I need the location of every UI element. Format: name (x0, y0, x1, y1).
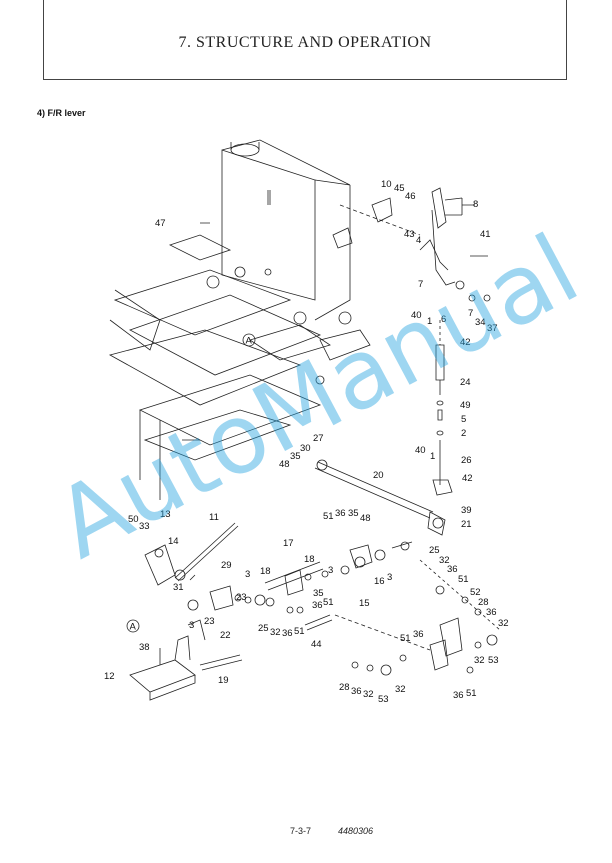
callout-labels: 10 45 46 8 47 43 4 41 7 7 34 37 6 40 1 4… (104, 179, 509, 705)
callout-label: 47 (155, 218, 166, 229)
callout-label: 7 (468, 308, 473, 319)
callout-label: 16 (374, 576, 385, 587)
callout-label: 36 (486, 607, 497, 618)
header-box: 7. STRUCTURE AND OPERATION (43, 0, 567, 80)
callout-label: 18 (260, 566, 271, 577)
callout-label: 31 (173, 582, 184, 593)
callout-label: 49 (460, 400, 471, 411)
callout-label: 36 (447, 564, 458, 575)
callout-label: 26 (461, 455, 472, 466)
callout-label: 3 (387, 572, 392, 583)
callout-label: 46 (405, 191, 416, 202)
callout-label: 51 (458, 574, 469, 585)
callout-label: 1 (427, 316, 432, 327)
callout-label: 40 (411, 310, 422, 321)
callout-label: 3 (245, 569, 250, 580)
callout-label: 27 (313, 433, 324, 444)
callout-label: 36 (351, 686, 362, 697)
callout-label: 14 (168, 536, 179, 547)
callout-label: 11 (209, 512, 219, 523)
callout-label: 51 (400, 633, 411, 644)
callout-label: 3 (328, 565, 333, 576)
callout-label: 45 (394, 183, 405, 194)
callout-label: 7 (418, 279, 423, 290)
callout-label: 53 (488, 655, 499, 666)
callout-label: 48 (360, 513, 371, 524)
svg-text:A: A (246, 336, 253, 347)
callout-label: 20 (373, 470, 384, 481)
callout-label: 43 (404, 229, 415, 240)
callout-label: 32 (270, 627, 281, 638)
callout-label: 36 (413, 629, 424, 640)
reference-marker-a: A (242, 333, 256, 347)
footer-doc-code: 4480306 (338, 826, 374, 836)
callout-label: 52 (470, 587, 481, 598)
callout-label: 22 (220, 630, 231, 641)
footer-page-number: 7-3-7 (290, 826, 312, 836)
callout-label: 38 (139, 642, 150, 653)
callout-label: 32 (498, 618, 509, 629)
callout-label: 19 (218, 675, 229, 686)
callout-label: 40 (415, 445, 426, 456)
callout-label: 42 (460, 337, 471, 348)
callout-label: 28 (339, 682, 350, 693)
callout-label: 32 (363, 689, 374, 700)
callout-label: 5 (461, 414, 466, 425)
callout-label: 41 (480, 229, 491, 240)
callout-label: 51 (323, 511, 334, 522)
svg-text:A: A (130, 622, 137, 633)
callout-label: 36 (312, 600, 323, 611)
callout-label: 29 (221, 560, 232, 571)
callout-label: 18 (304, 554, 315, 565)
section-heading: 4) F/R lever (37, 108, 86, 118)
callout-label: 42 (462, 473, 473, 484)
callout-label: 8 (473, 199, 478, 210)
callout-label: 39 (461, 505, 472, 516)
callout-label: 34 (475, 317, 486, 328)
callout-label: 30 (300, 443, 311, 454)
callout-label: 28 (478, 597, 489, 608)
callout-label: 6 (441, 314, 446, 325)
callout-label: 50 (128, 514, 139, 525)
callout-label: 35 (290, 451, 301, 462)
callout-label: 10 (381, 179, 392, 190)
reference-marker-a-lower: A (126, 619, 140, 633)
callout-label: 32 (474, 655, 485, 666)
callout-label: 36 (335, 508, 346, 519)
callout-label: 51 (323, 597, 334, 608)
callout-label: 24 (460, 377, 471, 388)
callout-label: 37 (487, 323, 498, 334)
callout-label: 48 (279, 459, 290, 470)
callout-label: 15 (359, 598, 370, 609)
callout-label: 51 (466, 688, 477, 699)
callout-label: 35 (348, 508, 359, 519)
callout-label: 32 (439, 555, 450, 566)
callout-label: 2 (461, 428, 466, 439)
callout-label: 23 (236, 592, 247, 603)
callout-label: 36 (282, 628, 293, 639)
diagram-linework (108, 139, 501, 701)
callout-label: 25 (258, 623, 269, 634)
callout-label: 51 (294, 626, 305, 637)
page-title: 7. STRUCTURE AND OPERATION (178, 34, 432, 51)
callout-label: 36 (453, 690, 464, 701)
callout-label: 3 (189, 620, 194, 631)
callout-label: 17 (283, 538, 294, 549)
callout-label: 33 (139, 521, 150, 532)
callout-label: 21 (461, 519, 472, 530)
callout-label: 4 (416, 235, 421, 246)
callout-label: 1 (430, 451, 435, 462)
callout-label: 23 (204, 616, 215, 627)
callout-label: 35 (313, 588, 324, 599)
callout-label: 44 (311, 639, 322, 650)
callout-label: 53 (378, 694, 389, 705)
callout-label: 32 (395, 684, 406, 695)
callout-label: 13 (160, 509, 171, 520)
callout-label: 12 (104, 671, 115, 682)
callout-label: 25 (429, 545, 440, 556)
